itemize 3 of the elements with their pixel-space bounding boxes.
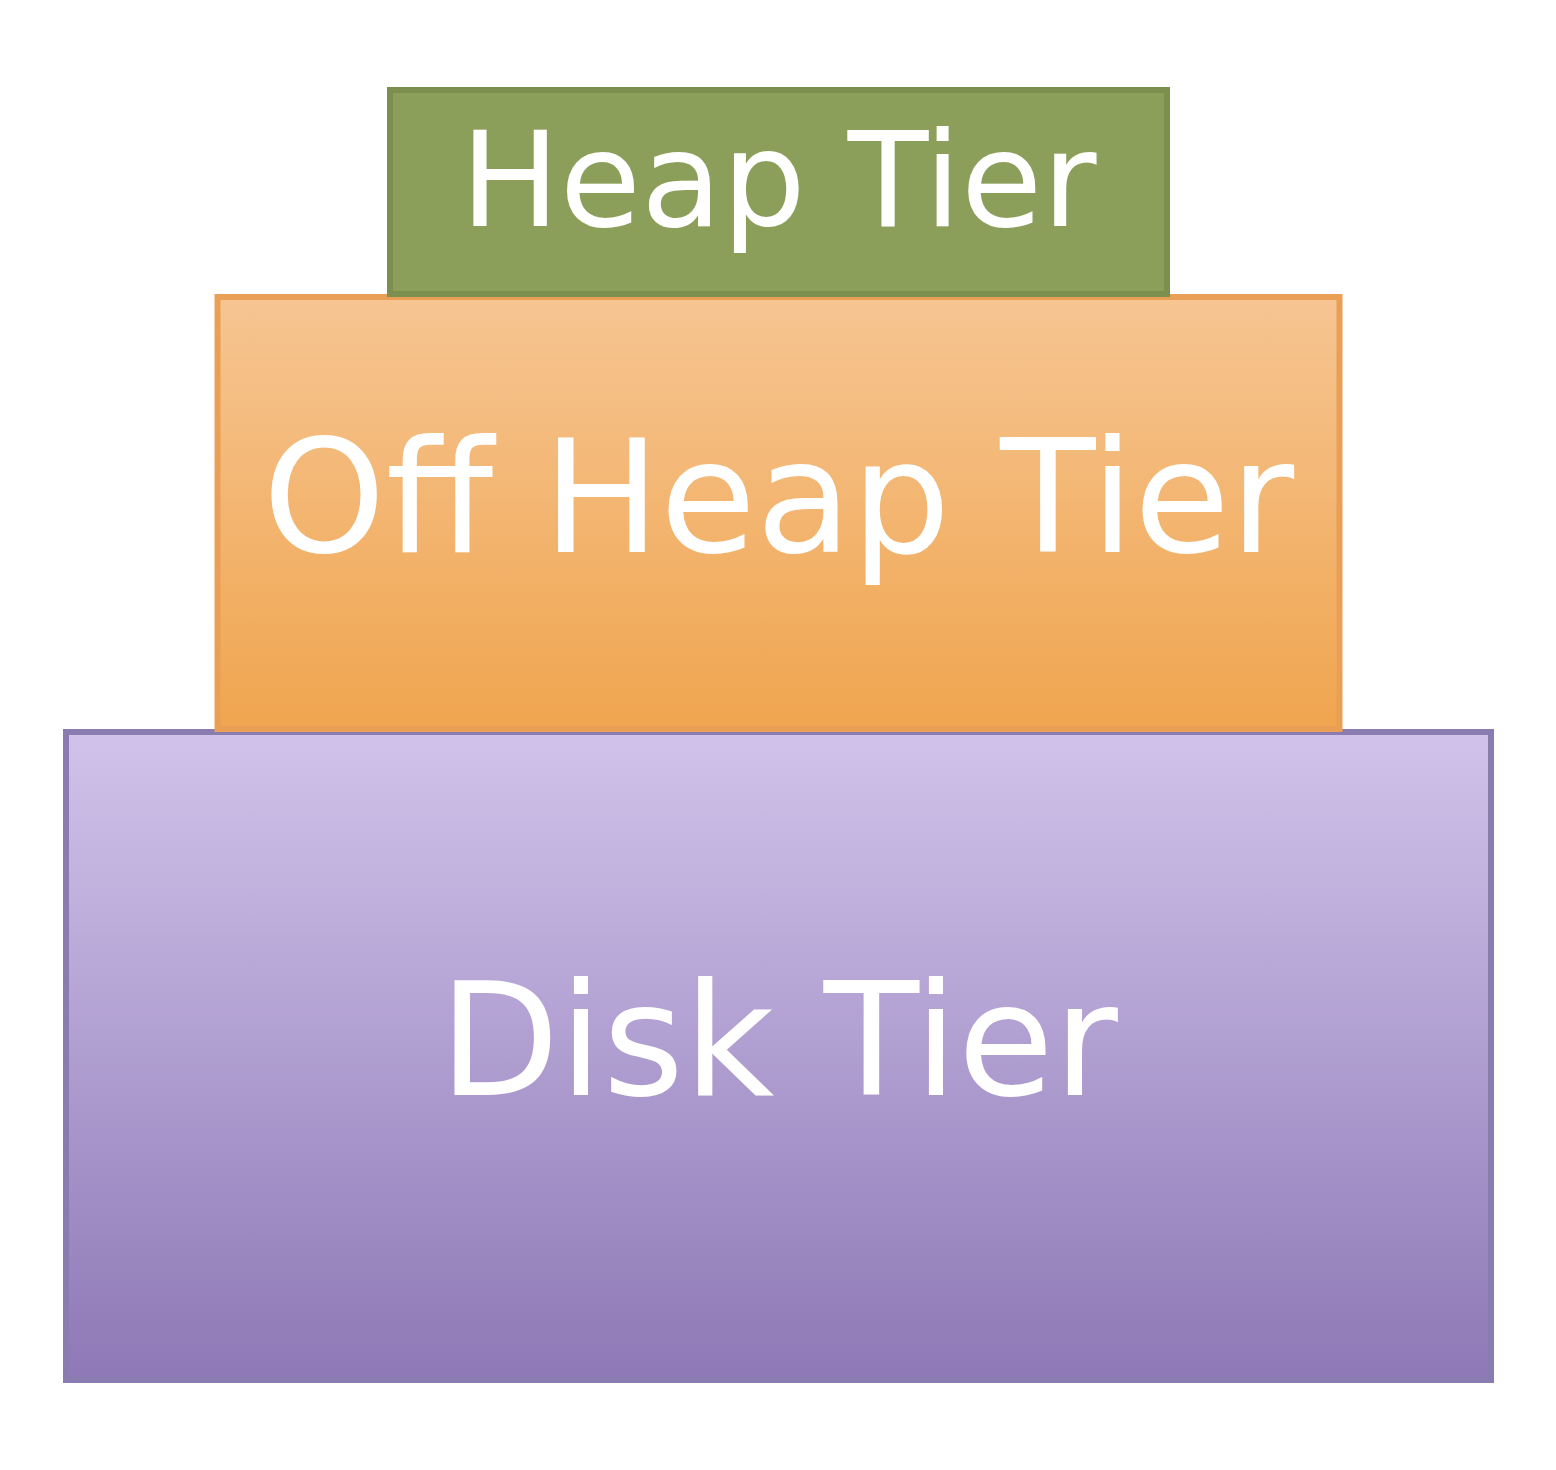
node-box: Off Heap Tier bbox=[214, 294, 1342, 732]
node-box: Heap Tier bbox=[386, 87, 1170, 297]
node-box: Disk Tier bbox=[62, 729, 1494, 1383]
